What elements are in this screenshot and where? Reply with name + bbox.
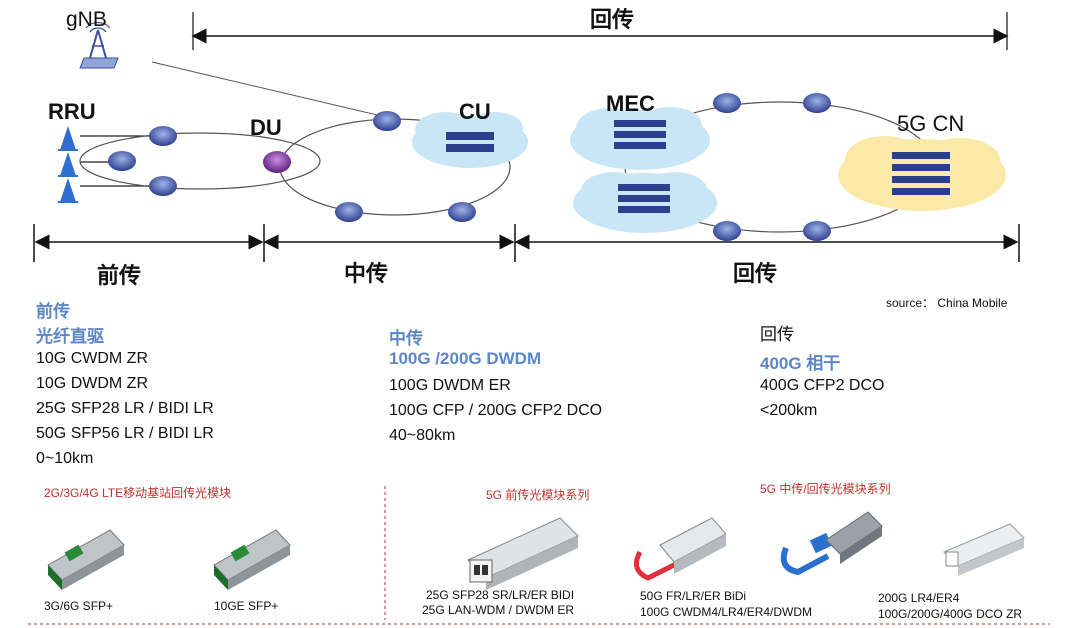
fronthaul-item: 50G SFP56 LR / BIDI LR xyxy=(36,425,214,442)
midhaul-span-label: 中传 xyxy=(344,261,389,286)
mid-back-modules-title: 5G 中传/回传光模块系列 xyxy=(760,482,891,496)
backhaul-item: 400G CFP2 DCO xyxy=(760,377,885,394)
du-router-icon xyxy=(263,151,291,173)
midhaul-item: 100G CFP / 200G CFP2 DCO xyxy=(389,402,603,419)
core-label: 5G CN xyxy=(897,111,965,136)
backhaul-heading: 回传 xyxy=(760,325,794,344)
fronthaul-heading: 前传 xyxy=(36,302,70,321)
qsfp-200g-module-image xyxy=(780,511,883,576)
lte-modules-title: 2G/3G/4G LTE移动基站回传光模块 xyxy=(44,486,232,500)
module-caption-qsfp50g-line1: 50G FR/LR/ER BiDi xyxy=(640,589,747,603)
sfp-module-10ge-image xyxy=(213,529,291,590)
source-note: source： China Mobile xyxy=(886,296,1008,310)
module-caption-3g6g: 3G/6G SFP+ xyxy=(44,599,114,613)
backhaul-tech: 400G 相干 xyxy=(760,354,841,373)
cfp2-module-image xyxy=(943,523,1025,576)
fronthaul-item: 25G SFP28 LR / BIDI LR xyxy=(36,400,214,417)
module-caption-cfp-line2: 100G/200G/400G DCO ZR xyxy=(878,607,1023,621)
gnb-icon xyxy=(79,22,119,69)
router-icons xyxy=(108,93,831,241)
mec-cloud-icons xyxy=(570,107,717,233)
mec-label: MEC xyxy=(606,91,655,116)
fronthaul-tech: 光纤直驱 xyxy=(36,327,104,346)
core-cloud-icon xyxy=(838,136,1006,211)
midhaul-item: 40~80km xyxy=(389,427,456,444)
midhaul-heading: 中传 xyxy=(389,329,423,348)
fronthaul-ring xyxy=(79,132,321,190)
module-caption-sfp28-line2: 25G LAN-WDM / DWDM ER xyxy=(422,603,575,617)
sfp28-module-image xyxy=(467,517,579,590)
cu-label: CU xyxy=(459,99,491,124)
sfp-module-3g6g-image xyxy=(47,529,125,590)
fronthaul-item: 0~10km xyxy=(36,450,94,467)
rru-antenna-icons xyxy=(58,126,78,203)
du-label: DU xyxy=(250,115,282,140)
fronthaul-span-label: 前传 xyxy=(97,263,142,288)
module-caption-cfp-line1: 200G LR4/ER4 xyxy=(878,591,960,605)
fronthaul-modules-title: 5G 前传光模块系列 xyxy=(486,488,590,502)
qsfp-50g-module-image xyxy=(633,517,727,581)
module-caption-qsfp50g-line2: 100G CWDM4/LR4/ER4/DWDM xyxy=(640,605,813,619)
backhaul-item: <200km xyxy=(760,402,818,419)
midhaul-item: 100G DWDM ER xyxy=(389,377,511,394)
module-caption-10ge: 10GE SFP+ xyxy=(214,599,279,613)
module-caption-sfp28-line1: 25G SFP28 SR/LR/ER BIDI xyxy=(426,588,575,602)
backhaul-span-label: 回传 xyxy=(733,261,778,286)
top-backhaul-span-label: 回传 xyxy=(590,7,635,32)
fronthaul-item: 10G DWDM ZR xyxy=(36,375,148,392)
midhaul-tech: 100G /200G DWDM xyxy=(389,349,542,368)
rru-label: RRU xyxy=(48,99,96,124)
cu-cloud-icon xyxy=(412,112,528,168)
fronthaul-item: 10G CWDM ZR xyxy=(36,350,148,367)
gnb-label: gNB xyxy=(66,8,107,31)
